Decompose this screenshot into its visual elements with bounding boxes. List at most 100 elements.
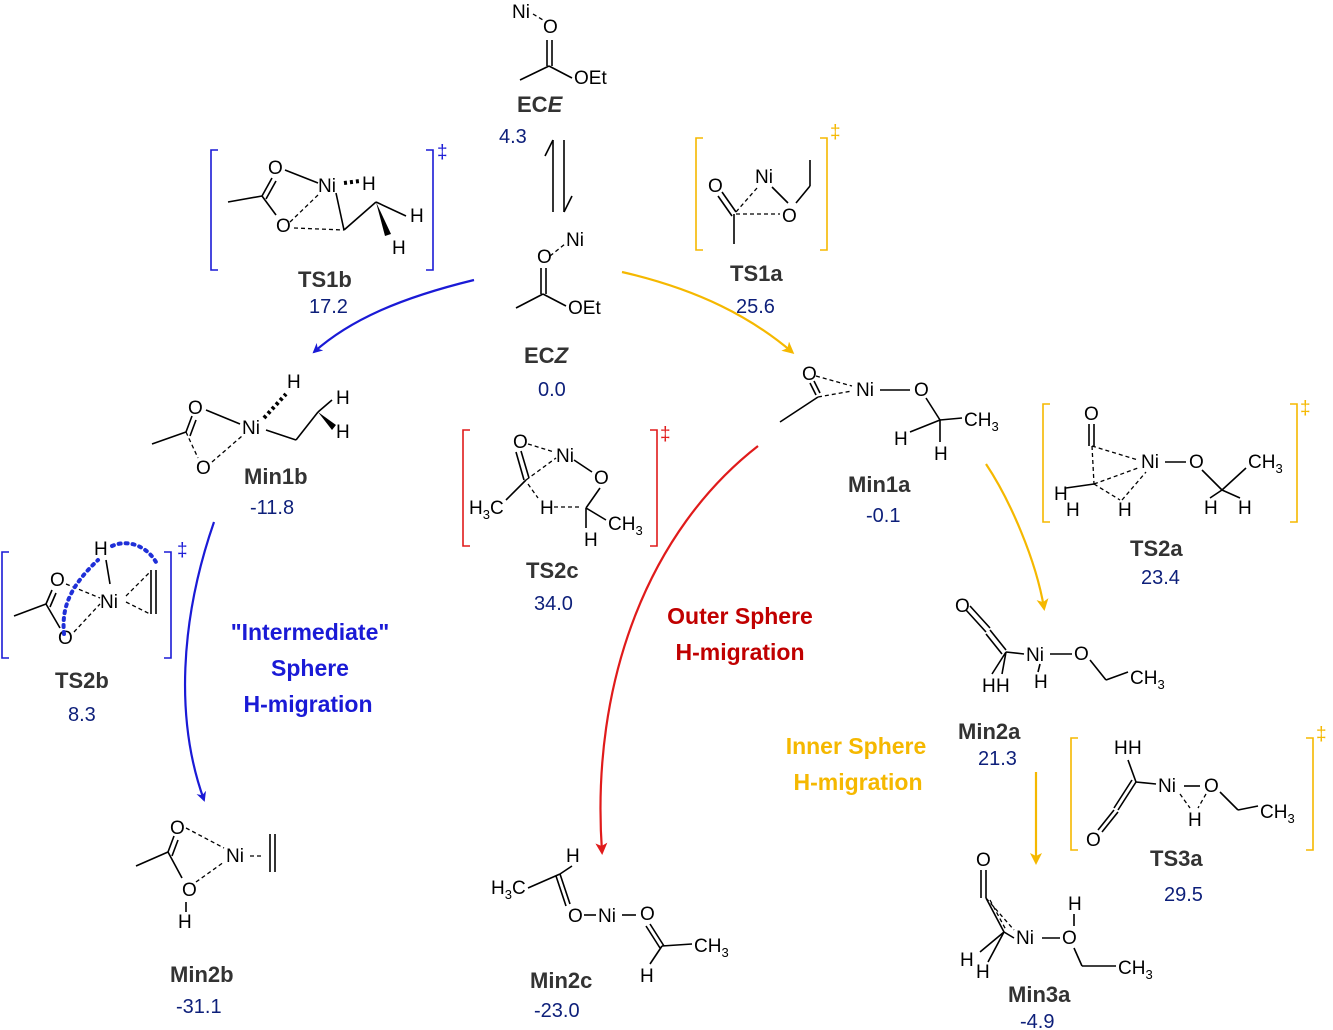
structure-TS1a: Ni O O — [708, 160, 811, 244]
label-inner-sphere: Inner Sphere H-migration — [786, 733, 927, 795]
atom-label: Ni — [318, 176, 336, 197]
atom-label: Ni — [1016, 928, 1034, 949]
atom-label: Ni — [556, 446, 574, 467]
atom-label: OEt — [574, 68, 607, 89]
dagger-TS3a: ‡ — [1316, 724, 1327, 745]
structure-Min2b: O Ni O H — [135, 818, 276, 933]
atom-label: H — [178, 912, 192, 933]
structure-ECZ: Ni O OEt — [515, 230, 601, 319]
species-name-Min3a: Min3a — [1008, 982, 1071, 1007]
species-name-TS1b: TS1b — [298, 267, 352, 292]
species-name-TS2a: TS2a — [1130, 536, 1183, 561]
atom-label: Ni — [598, 906, 616, 927]
atom-label: H — [1128, 738, 1142, 759]
atom-label: O — [1074, 644, 1089, 665]
atom-label: H — [1068, 894, 1082, 915]
energy-Min2a: 21.3 — [978, 748, 1017, 770]
atom-label: O — [594, 468, 609, 489]
energy-Min2c: -23.0 — [534, 1000, 580, 1022]
pathway-label-line: Sphere — [271, 655, 349, 681]
structure-TS3a: H H Ni O H O CH3 — [1086, 738, 1295, 851]
atom-label: Ni — [242, 418, 260, 439]
atom-label: CH3 — [694, 936, 729, 960]
atom-label: Ni — [512, 2, 530, 23]
structure-ECE: Ni O OEt — [512, 2, 607, 89]
atom-label: O — [782, 206, 797, 227]
atom-label: O — [568, 906, 583, 927]
atom-label: Ni — [1141, 452, 1159, 473]
equilibrium-arrows — [544, 139, 573, 213]
atom-label: H — [1188, 810, 1202, 831]
structure-TS2a: O Ni O H H H H H CH3 — [1054, 404, 1283, 521]
atom-label: H — [362, 174, 376, 195]
species-name-TS2c: TS2c — [526, 558, 579, 583]
atom-label: O — [1084, 404, 1099, 425]
atom-label: Ni — [755, 167, 773, 188]
atom-label: O — [914, 380, 929, 401]
structure-TS2c: O Ni O H3C H H CH3 — [469, 432, 643, 551]
atom-label: O — [58, 628, 73, 649]
energy-TS1b: 17.2 — [309, 296, 348, 318]
atom-label: H3C — [469, 498, 504, 522]
atom-label: H — [1114, 738, 1128, 759]
atom-label: CH3 — [1248, 452, 1283, 476]
atom-label: H — [540, 498, 554, 519]
atom-label: O — [196, 458, 211, 479]
atom-label: O — [268, 158, 283, 179]
label-outer-sphere: Outer Sphere H-migration — [667, 603, 813, 665]
atom-label: O — [537, 247, 552, 268]
atom-label: Ni — [1158, 776, 1176, 797]
energy-TS1a: 25.6 — [736, 296, 775, 318]
atom-label: H — [640, 966, 654, 987]
atom-label: H — [996, 676, 1010, 697]
atom-label: O — [955, 596, 970, 617]
species-name-Min2c: Min2c — [530, 968, 592, 993]
atom-label: O — [1204, 776, 1219, 797]
species-name-TS1a: TS1a — [730, 261, 783, 286]
pathway-label-line: H-migration — [243, 691, 372, 717]
energy-ECE: 4.3 — [499, 126, 527, 148]
energy-Min2b: -31.1 — [176, 996, 222, 1018]
atom-label: O — [802, 364, 817, 385]
atom-label: H — [566, 846, 580, 867]
bracket-TS1a — [695, 137, 828, 251]
label-intermediate-sphere: "Intermediate" Sphere H-migration — [231, 619, 390, 717]
dagger-TS2c: ‡ — [660, 424, 671, 445]
atom-label: H — [94, 539, 108, 560]
structure-Min1b: O Ni O H H H — [151, 372, 350, 479]
bracket-TS1b — [210, 149, 434, 271]
atom-label: O — [976, 850, 991, 871]
species-name-TS2b: TS2b — [55, 668, 109, 693]
atom-label: Ni — [856, 380, 874, 401]
bracket-TS2c — [462, 429, 658, 547]
atom-label: O — [1062, 928, 1077, 949]
atom-label: Ni — [100, 592, 118, 613]
atom-label: O — [276, 216, 291, 237]
atom-label: CH3 — [608, 514, 643, 538]
bracket-TS2a — [1042, 403, 1298, 523]
structure-Min2c: H H3C O Ni O H CH3 — [491, 846, 729, 987]
species-name-TS3a: TS3a — [1150, 846, 1203, 871]
pathway-label-line: H-migration — [793, 769, 922, 795]
energy-TS2c: 34.0 — [534, 593, 573, 615]
energy-TS2b: 8.3 — [68, 704, 96, 726]
atom-label: CH3 — [1118, 958, 1153, 982]
pathway-label-line: Inner Sphere — [786, 733, 927, 759]
energy-ECZ: 0.0 — [538, 379, 566, 401]
dagger-TS2b: ‡ — [177, 540, 188, 561]
atom-label: CH3 — [1130, 668, 1165, 692]
structure-Min3a: O H Ni O H H CH3 — [960, 850, 1153, 983]
pathway-label-line: H-migration — [675, 639, 804, 665]
dagger-TS2a: ‡ — [1300, 398, 1311, 419]
atom-label: H — [1034, 672, 1048, 693]
species-name-Min2a: Min2a — [958, 719, 1021, 744]
bracket-TS3a — [1070, 737, 1314, 851]
atom-label: H — [1054, 484, 1068, 505]
species-name-Min1b: Min1b — [244, 464, 308, 489]
arrow-ECZ-to-Min1b — [312, 278, 475, 354]
atom-label: H — [1238, 498, 1252, 519]
atom-label: H — [287, 372, 301, 393]
atom-label: H — [1204, 498, 1218, 519]
energy-Min3a: -4.9 — [1020, 1011, 1054, 1030]
dagger-TS1b: ‡ — [437, 142, 448, 163]
